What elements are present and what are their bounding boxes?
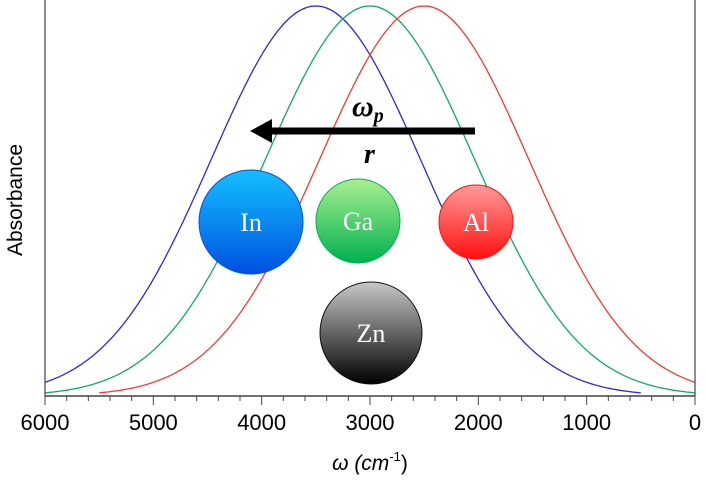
ball-ga: Ga [315,178,401,264]
arrow [250,119,475,143]
x-axis-label: ω (cm-1) [332,449,408,475]
x-tick-label: 5000 [129,410,178,435]
arrow-label-omega-p: ωp [352,90,384,127]
ball-label: Ga [343,207,374,236]
x-tick-label: 6000 [21,410,70,435]
ball-in: In [198,169,304,275]
curve-ga [44,5,696,394]
ball-zn: Zn [319,281,423,385]
x-tick-label: 0 [689,410,701,435]
y-axis-label: Absorbance [4,144,27,256]
x-tick-label: 4000 [237,410,286,435]
ball-label: In [240,208,262,237]
ball-label: Zn [357,319,386,348]
ball-label: Al [463,208,489,237]
ball-al: Al [438,184,514,260]
x-tick-label: 3000 [346,410,395,435]
curve-al [99,5,696,394]
x-tick-label: 2000 [454,410,503,435]
arrow-label-r: r [364,139,376,170]
x-tick-label: 1000 [562,410,611,435]
